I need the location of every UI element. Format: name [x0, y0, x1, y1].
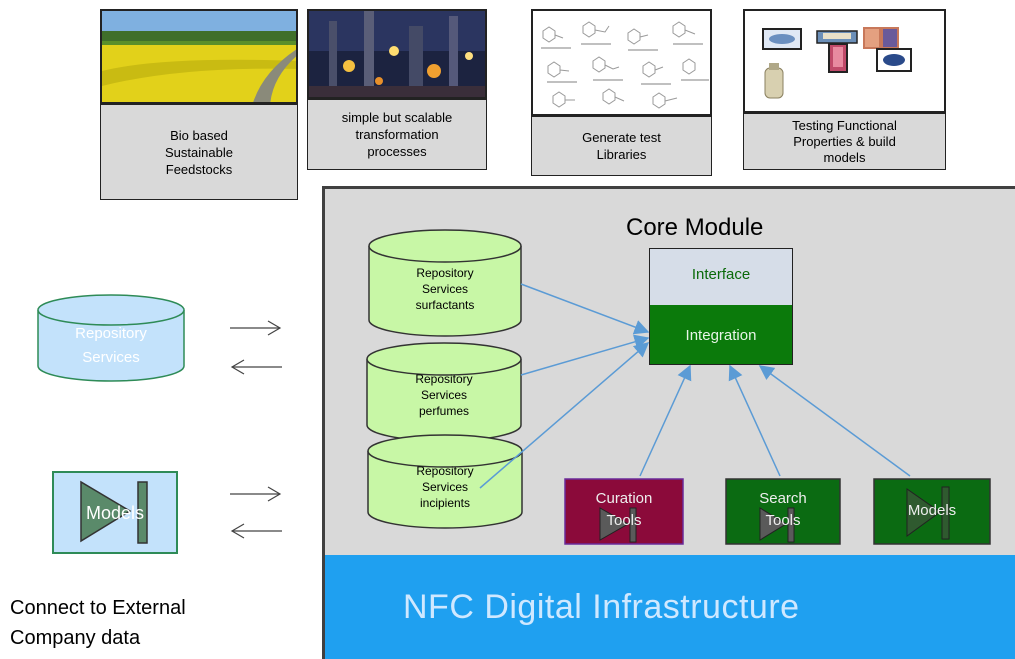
models-tool-label: Models	[907, 502, 957, 519]
repository-surfactants-label: Repository Services surfactants	[415, 266, 475, 312]
external-models-label: Models	[85, 503, 145, 523]
connect-external-label: Connect to External Company data	[10, 597, 186, 649]
external-repository-cylinder	[37, 294, 185, 382]
external-repository-label: Repository Services	[75, 325, 147, 366]
core-module-title: Core Module	[626, 214, 764, 241]
interface-box	[649, 248, 793, 305]
repository-cylinder-perfumes	[366, 342, 522, 442]
repository-perfumes-label: Repository Services perfumes	[415, 372, 473, 418]
external-models-play-icon	[80, 480, 148, 544]
products-image	[743, 9, 946, 113]
integration-box	[649, 305, 793, 365]
interface-label: Interface	[691, 266, 751, 283]
search-tools-label: Search Tools	[759, 490, 807, 529]
feedstocks-image	[100, 9, 298, 104]
repository-cylinder-surfactants	[368, 229, 522, 337]
structures-image	[531, 9, 712, 116]
curation-tools-label: Curation Tools	[595, 490, 653, 529]
infrastructure-bar	[322, 555, 1015, 659]
repository-incipients-label: Repository Services incipients	[416, 464, 474, 510]
refinery-image	[307, 9, 487, 99]
repository-cylinder-incipients	[367, 434, 523, 529]
integration-label: Integration	[685, 327, 757, 344]
infrastructure-label: NFC Digital Infrastructure	[403, 588, 800, 626]
